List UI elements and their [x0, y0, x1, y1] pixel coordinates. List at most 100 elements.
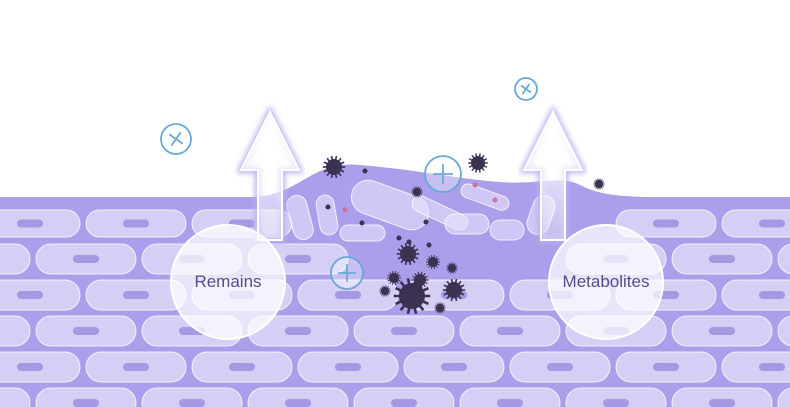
- particle: [359, 220, 365, 226]
- virus-body: [595, 180, 603, 188]
- cell: [0, 315, 31, 347]
- cross-circle-icon: [514, 77, 538, 101]
- cell: [0, 387, 31, 407]
- virus-body: [381, 287, 389, 295]
- virus-icon: [396, 242, 420, 266]
- cell: [721, 351, 790, 383]
- cell-nucleus: [123, 219, 149, 228]
- cell-body: [459, 387, 561, 407]
- cell-nucleus: [179, 399, 205, 407]
- particle: [325, 204, 331, 210]
- cell: [35, 243, 137, 275]
- metabolites-bubble: [548, 224, 664, 340]
- cell-body: [777, 243, 790, 275]
- virus-icon: [411, 271, 429, 289]
- cell-body: [721, 279, 790, 311]
- virus-body: [389, 273, 399, 283]
- cell: [721, 279, 790, 311]
- cell-body: [777, 315, 790, 347]
- cell-nucleus: [759, 291, 785, 299]
- remains-bubble: [170, 224, 286, 340]
- damaged-cell: [350, 179, 430, 231]
- cell: [615, 209, 717, 238]
- virus-body: [446, 282, 462, 298]
- virus-icon: [446, 262, 458, 274]
- metabolites-label: Metabolites: [562, 272, 650, 291]
- virus-icon: [426, 255, 440, 269]
- cell-body: [671, 387, 773, 407]
- cell-nucleus: [229, 363, 255, 371]
- cell-nucleus: [497, 327, 523, 335]
- cell: [353, 387, 455, 407]
- cell-nucleus: [285, 327, 311, 335]
- cell: [191, 351, 293, 383]
- cross-circle-icon: [160, 123, 192, 155]
- cell-nucleus: [653, 363, 679, 371]
- virus-icon: [434, 302, 446, 314]
- damaged-cell: [315, 194, 339, 236]
- cell: [0, 279, 81, 311]
- particle: [362, 168, 368, 174]
- cell-nucleus: [73, 399, 99, 407]
- cell: [671, 315, 773, 347]
- cell: [721, 209, 790, 238]
- damaged-cell: [460, 183, 510, 211]
- virus-body: [413, 188, 421, 196]
- cell-body: [0, 315, 31, 347]
- cell-nucleus: [709, 255, 735, 263]
- cell: [615, 351, 717, 383]
- remains-label: Remains: [194, 272, 262, 291]
- cell: [777, 243, 790, 275]
- virus-icon: [322, 155, 346, 179]
- cell-nucleus: [547, 363, 573, 371]
- cell: [777, 387, 790, 407]
- plus-circle-icon: [424, 155, 462, 193]
- cell-nucleus: [335, 363, 361, 371]
- icon-stroke: [521, 83, 531, 95]
- cell: [141, 387, 243, 407]
- arrows: [236, 105, 587, 243]
- cell-nucleus: [123, 291, 149, 299]
- cell-body: [721, 209, 790, 238]
- cell-nucleus: [391, 327, 417, 335]
- virus-body: [414, 274, 426, 286]
- cell-body: [777, 387, 790, 407]
- cell-body: [0, 387, 31, 407]
- virus-icon: [393, 277, 431, 315]
- cell: [297, 351, 399, 383]
- damaged-cell: [489, 219, 525, 241]
- cell: [459, 387, 561, 407]
- cell-nucleus: [17, 291, 43, 299]
- cell-body: [141, 387, 243, 407]
- virus-icon: [379, 285, 391, 297]
- cell-nucleus: [285, 255, 311, 263]
- cell: [85, 279, 187, 311]
- cell-body: [565, 387, 667, 407]
- cell-body: [35, 387, 137, 407]
- cell: [671, 387, 773, 407]
- damaged-cell: [339, 224, 386, 242]
- virus-body: [436, 304, 444, 312]
- virus-icon: [468, 153, 488, 173]
- virus-body: [428, 257, 438, 267]
- cell-nucleus: [17, 363, 43, 371]
- damaged-cell: [286, 194, 314, 241]
- cell-nucleus: [759, 363, 785, 371]
- damaged-cell: [444, 213, 490, 235]
- virus-icon: [387, 271, 401, 285]
- cell: [0, 209, 81, 238]
- cell-nucleus: [73, 327, 99, 335]
- plus-circle-icon: [330, 256, 364, 290]
- cell-nucleus: [709, 327, 735, 335]
- virus-body: [448, 264, 456, 272]
- cell-nucleus: [759, 219, 785, 228]
- virus-body: [326, 159, 342, 175]
- cell: [297, 279, 399, 311]
- particle: [423, 219, 429, 225]
- cell-nucleus: [653, 219, 679, 228]
- cell-nucleus: [441, 363, 467, 371]
- cell: [247, 387, 349, 407]
- cell: [403, 351, 505, 383]
